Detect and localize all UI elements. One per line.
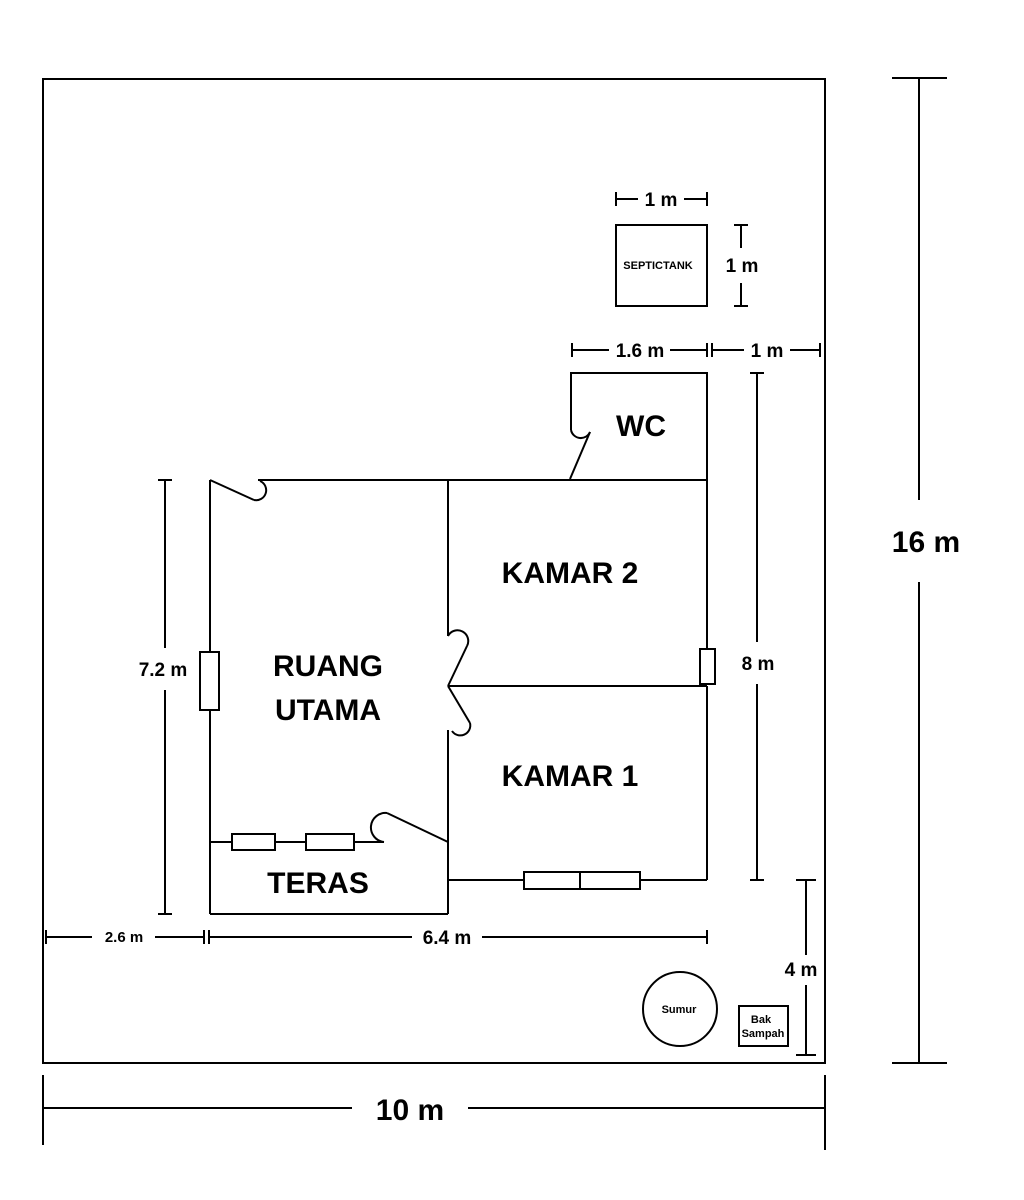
- septic-width-dimension: 1 m: [615, 190, 708, 211]
- window-left: [199, 651, 220, 711]
- kamar-2-label: KAMAR 2: [502, 557, 639, 590]
- septictank-label: SEPTICTANK: [623, 260, 693, 272]
- septic-width-label: 1 m: [645, 190, 678, 211]
- ruang-height-dimension: 7.2 m: [139, 479, 188, 915]
- bak-sampah: Bak Sampah: [738, 1005, 789, 1047]
- lot-height-dimension: 16 m: [892, 77, 960, 1064]
- sumur-label: Sumur: [662, 1004, 698, 1016]
- septic-height-dimension: 1 m: [726, 224, 759, 307]
- room-teras: TERAS: [210, 811, 449, 900]
- wc-label: WC: [616, 410, 666, 443]
- house-width-dimension: 6.4 m: [208, 928, 708, 949]
- rear-setback-label: 4 m: [785, 960, 818, 981]
- lot-width-dimension: 10 m: [42, 1075, 826, 1150]
- bak-sampah-label-line1: Bak: [751, 1014, 772, 1026]
- ruang-utama-label-line1: RUANG: [273, 650, 383, 683]
- sumur: Sumur: [642, 971, 718, 1047]
- wc-side-gap-label: 1 m: [751, 341, 784, 362]
- wc-side-gap-dimension: 1 m: [711, 341, 821, 362]
- window-kamar-1-b: [579, 871, 641, 890]
- window-teras-b: [305, 833, 355, 851]
- window-right: [699, 648, 716, 685]
- bak-sampah-label-line2: Sampah: [742, 1028, 785, 1040]
- room-wc: WC: [569, 372, 708, 480]
- room-ruang-utama: RUANG UTAMA: [199, 479, 449, 915]
- window-teras-a: [231, 833, 276, 851]
- room-kamar-1: KAMAR 1: [447, 686, 708, 914]
- lot-width-label: 10 m: [376, 1094, 444, 1127]
- lot-height-label: 16 m: [892, 526, 960, 559]
- septic-height-label: 1 m: [726, 256, 759, 277]
- wc-width-dimension: 1.6 m: [571, 341, 708, 362]
- window-kamar-1-a: [523, 871, 581, 890]
- ruang-height-label: 7.2 m: [139, 660, 188, 681]
- septictank: SEPTICTANK: [615, 224, 708, 307]
- left-setback-label: 2.6 m: [105, 929, 143, 946]
- house-depth-dimension: 8 m: [742, 372, 775, 881]
- lot-boundary: [42, 78, 826, 1064]
- kamar-1-label: KAMAR 1: [502, 760, 639, 793]
- house-depth-label: 8 m: [742, 654, 775, 675]
- room-kamar-2: KAMAR 2: [448, 480, 716, 687]
- left-setback-dimension: 2.6 m: [45, 929, 205, 946]
- teras-label: TERAS: [267, 867, 369, 900]
- double-door-kamar: [447, 629, 472, 737]
- ruang-utama-label-line2: UTAMA: [275, 694, 381, 727]
- wc-width-label: 1.6 m: [616, 341, 665, 362]
- house-width-label: 6.4 m: [423, 928, 472, 949]
- rear-setback-dimension: 4 m: [785, 879, 818, 1056]
